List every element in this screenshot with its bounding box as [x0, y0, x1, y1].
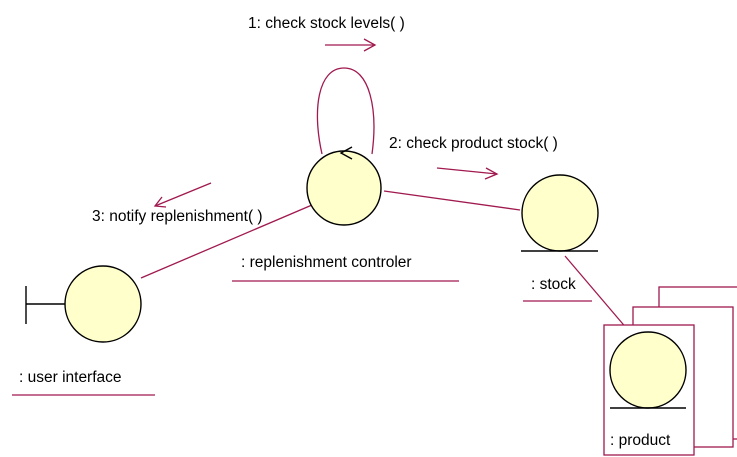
controller-label: : replenishment controler — [241, 254, 412, 271]
link-controller-user-interface — [140, 204, 313, 279]
product-label: : product — [610, 432, 671, 449]
link-stock-product — [564, 255, 629, 331]
entity-icon — [521, 174, 599, 252]
message-arrow-2 — [436, 167, 499, 180]
boundary-icon — [64, 265, 142, 343]
control-icon — [306, 150, 382, 226]
link-controller-stock — [383, 190, 521, 211]
stock-object[interactable]: : stock — [521, 174, 599, 302]
message-arrow-3 — [153, 182, 212, 208]
message-arrow-1 — [325, 38, 377, 52]
user-interface-label: : user interface — [19, 369, 122, 386]
control-arrowhead — [339, 146, 353, 160]
product-multi-object[interactable]: : product — [603, 286, 737, 456]
message-label-2: 2: check product stock( ) — [389, 135, 558, 152]
entity-icon — [609, 331, 687, 409]
message-label-3: 3: notify replenishment( ) — [92, 208, 263, 225]
self-link-loop — [316, 67, 375, 155]
stock-label: : stock — [531, 276, 576, 293]
user-interface-object[interactable]: : user interface — [12, 265, 155, 396]
controller-object[interactable]: : replenishment controler — [232, 146, 459, 282]
message-label-1: 1: check stock levels( ) — [248, 15, 405, 32]
